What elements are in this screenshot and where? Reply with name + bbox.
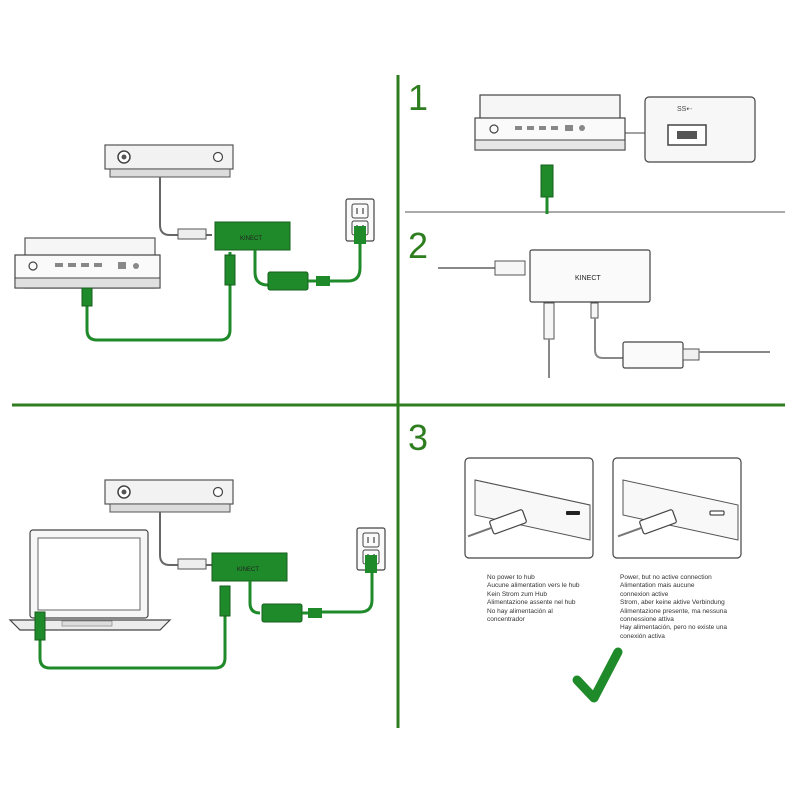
step2-diagram: KINECT	[438, 249, 770, 378]
caption-line: Power, but no active connection	[620, 574, 712, 581]
caption-line: concentrador	[487, 616, 525, 624]
caption-line: No hay alimentación al	[487, 607, 553, 615]
xbox-setup-diagram: KINECT	[14, 144, 375, 342]
caption-line: Strom, aber keine aktive Verbindung	[620, 599, 725, 607]
caption-line: Hay alimentación, pero no existe una	[620, 624, 727, 632]
usb-port-zoom-icon: SS⇠	[644, 96, 756, 163]
caption-line: connexion active	[620, 590, 669, 598]
step-number-2: 2	[408, 225, 429, 266]
step1-diagram: SS⇠	[474, 94, 756, 214]
caption-power-ok: Power, but no active connection Alimenta…	[620, 574, 727, 641]
hub-no-power-illustration	[464, 457, 594, 559]
caption-line: connessione attiva	[620, 616, 674, 624]
hub-label-pc: KINECT	[237, 567, 259, 573]
caption-line: Kein Strom zum Hub	[487, 590, 547, 598]
kinect-sensor-icon	[104, 144, 234, 178]
port-label: SS⇠	[677, 106, 692, 113]
hub-label: KINECT	[240, 236, 262, 242]
caption-no-power: No power to hub Aucune alimentation vers…	[487, 574, 580, 624]
xbox-console-icon	[14, 237, 161, 289]
wall-outlet-icon	[345, 198, 375, 244]
wall-outlet-icon-pc	[356, 527, 386, 573]
checkmark-icon	[572, 647, 623, 703]
caption-line: Aucune alimentation vers le hub	[487, 582, 580, 590]
kinect-sensor-icon-pc	[104, 479, 234, 513]
kinect-hub-icon: KINECT	[214, 221, 291, 251]
caption-line: Alimentazione assente nel hub	[487, 599, 576, 607]
hub-power-illustration	[612, 457, 742, 559]
caption-line: Alimentazione presente, ma nessuna	[620, 607, 727, 615]
step3-diagram	[464, 457, 742, 703]
pc-setup-diagram: KINECT	[8, 479, 386, 670]
step-number-1: 1	[408, 77, 429, 118]
laptop-icon	[8, 529, 172, 631]
step-number-3: 3	[408, 417, 429, 458]
hub-label-step2: KINECT	[575, 275, 601, 282]
caption-line: No power to hub	[487, 574, 535, 581]
caption-line: conexión activa	[620, 632, 665, 640]
panel-dividers	[12, 75, 785, 728]
kinect-hub-icon-pc: KINECT	[211, 552, 288, 582]
caption-line: Alimentation mais aucune	[620, 582, 695, 590]
